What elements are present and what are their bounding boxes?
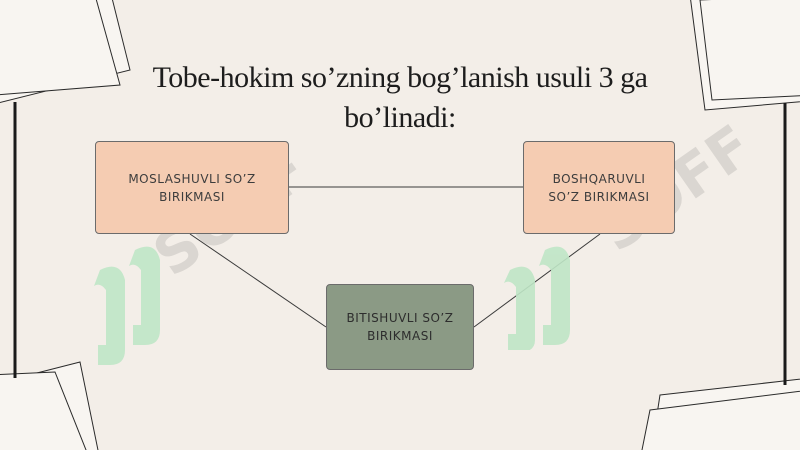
paper-sheets-bottom-right (641, 378, 800, 450)
diagram-connectors (189, 186, 601, 328)
node-boshqaruvli: BOSHQARUVLI SO’Z BIRIKMASI (523, 141, 675, 234)
slide-title: Tobe-hokim so’zning bog’lanish usuli 3 g… (0, 58, 800, 138)
connector-left-bottom (189, 233, 327, 328)
paper-sheets-bottom-left (0, 361, 99, 450)
paper-sheets-top-left (0, 0, 131, 104)
connector-right-bottom (473, 233, 601, 328)
node-moslashuvli: MOSLASHUVLI SO’Z BIRIKMASI (95, 141, 289, 234)
slide-title-line-1: Tobe-hokim so’zning bog’lanish usuli 3 g… (152, 61, 648, 94)
slide-title-line-2: bo’linadi: (344, 101, 456, 134)
paper-sheets-top-right (690, 0, 800, 111)
node-bitishuvli: BITISHUVLI SO’Z BIRIKMASI (326, 284, 474, 370)
